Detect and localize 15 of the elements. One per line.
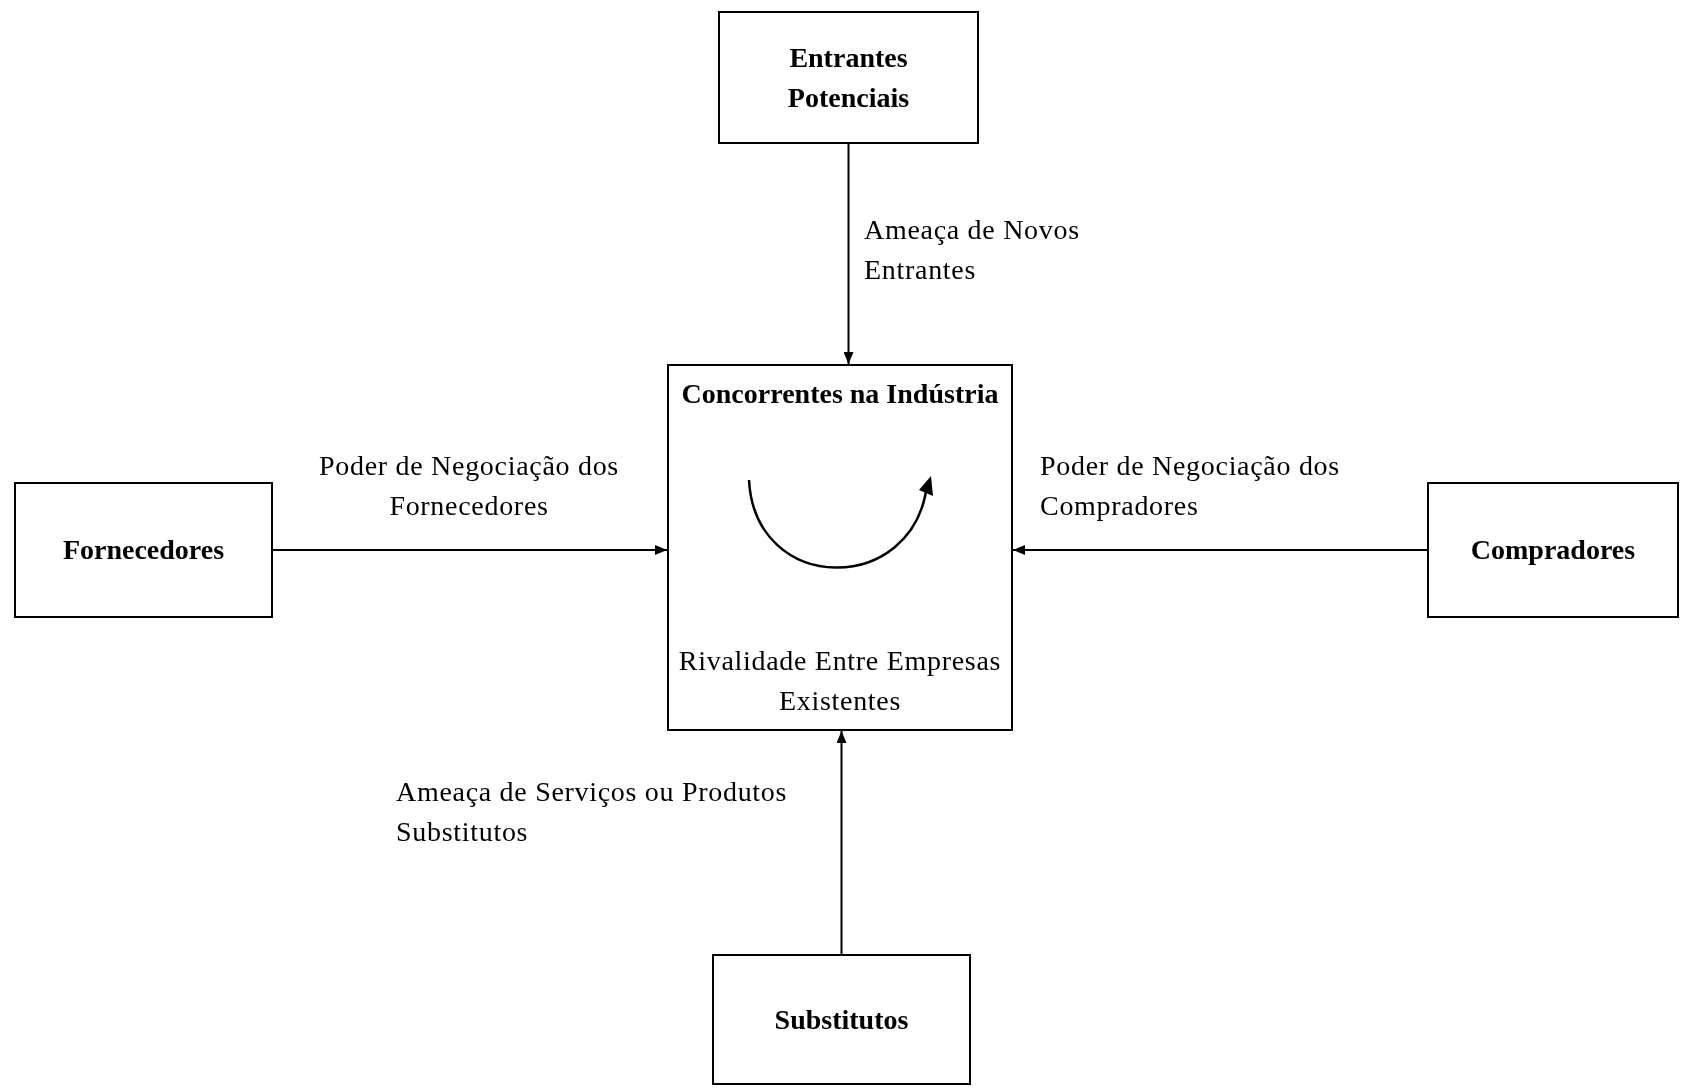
arrow: [1012, 545, 1428, 555]
force-box: [14, 482, 273, 618]
box-text: Rivalidade Entre Empresas Existentes: [677, 644, 1003, 718]
box-title: Substitutos: [773, 1002, 910, 1037]
arrow: [836, 730, 847, 955]
box-title: Concorrentes na Indústria: [680, 377, 1000, 411]
industry-box: [667, 364, 1013, 731]
force-box: [1427, 482, 1679, 618]
box-title: Compradores: [1469, 533, 1637, 567]
force-box: [718, 11, 979, 144]
arrow: [272, 545, 668, 555]
box-title: Entrantes Potenciais: [786, 40, 911, 115]
force-box: [712, 954, 971, 1085]
box-title: Fornecedores: [61, 533, 226, 567]
arrow: [843, 143, 854, 365]
